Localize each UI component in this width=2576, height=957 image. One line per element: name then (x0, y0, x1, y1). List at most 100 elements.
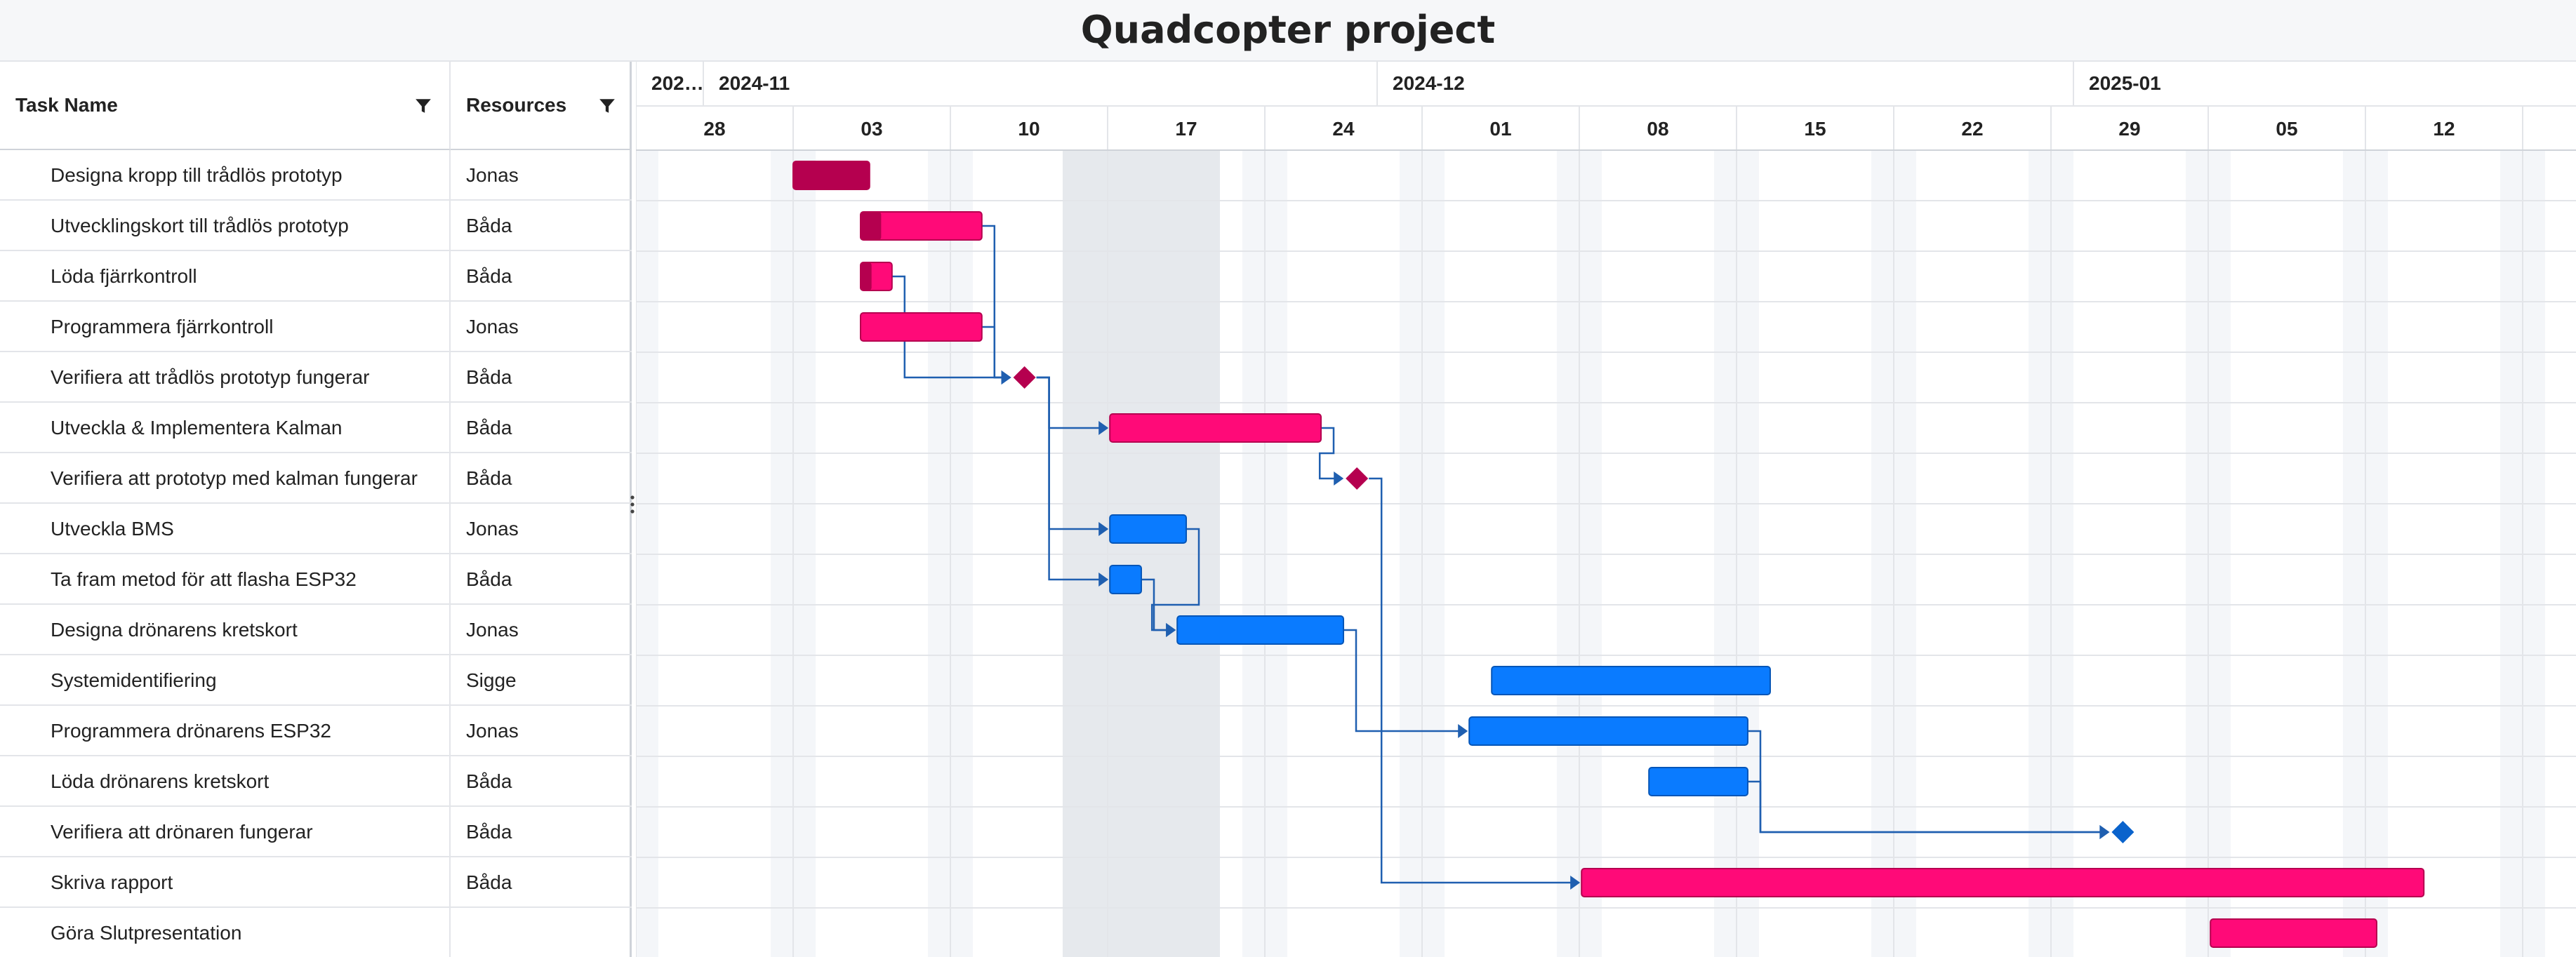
filter-icon[interactable] (414, 97, 432, 115)
table-row[interactable]: Verifiera att drönaren fungerar Båda (0, 807, 632, 857)
resource-cell: Båda (466, 770, 512, 792)
dependency-arrow-icon (2099, 825, 2110, 839)
resource-cell: Båda (466, 215, 512, 236)
task-bar[interactable] (860, 312, 983, 342)
dependency-link (981, 326, 1004, 379)
week-label: 01 (1489, 118, 1511, 140)
resource-cell: Jonas (466, 619, 519, 641)
dependency-arrow-icon (1098, 573, 1109, 587)
resource-cell: Båda (466, 265, 512, 287)
week-label: 28 (703, 118, 725, 140)
task-bar[interactable] (1648, 767, 1748, 796)
task-progress (861, 212, 882, 240)
table-row[interactable]: Programmera drönarens ESP32 Jonas (0, 706, 632, 756)
month-label: 202… (651, 72, 704, 94)
resource-cell: Båda (466, 467, 512, 489)
milestone-diamond[interactable] (1346, 467, 1369, 490)
task-name-cell: Löda fjärrkontroll (0, 251, 451, 302)
task-bar[interactable] (1109, 413, 1322, 443)
task-bar[interactable] (1109, 565, 1143, 594)
task-bar[interactable] (1581, 868, 2425, 897)
gantt-chart: 28031017240108152229051219202…2024-11202… (636, 62, 2576, 957)
task-name-cell: Utveckla BMS (0, 504, 451, 554)
resource-cell: Jonas (466, 316, 519, 337)
chart-background (636, 62, 2576, 957)
resources-header-label: Resources (466, 94, 567, 116)
task-name-cell: Utveckla & Implementera Kalman (0, 403, 451, 453)
dependency-link (1748, 780, 2103, 834)
resource-cell: Båda (466, 821, 512, 843)
task-bar[interactable] (2210, 918, 2377, 948)
task-name-cell: Utvecklingskort till trådlös prototyp (0, 201, 451, 251)
task-name-cell: Systemidentifiering (0, 655, 451, 706)
dependency-link (1141, 578, 1169, 631)
resource-cell: Båda (466, 568, 512, 590)
table-row[interactable]: Utveckla & Implementera Kalman Båda (0, 403, 632, 453)
week-label: 10 (1018, 118, 1040, 140)
resource-cell: Båda (466, 871, 512, 893)
task-name-header-label: Task Name (15, 94, 118, 116)
dependency-link (1369, 477, 1574, 884)
dependency-arrow-icon (1458, 724, 1468, 738)
table-row[interactable]: Utveckla BMS Jonas (0, 504, 632, 554)
page-title: Quadcopter project (1080, 8, 1496, 52)
week-label: 03 (861, 118, 882, 140)
task-name-cell: Göra Slutpresentation (0, 908, 451, 957)
resource-cell: Jonas (466, 164, 519, 186)
week-label: 15 (1804, 118, 1826, 140)
table-row[interactable]: Löda fjärrkontroll Båda (0, 251, 632, 302)
task-name-cell: Löda drönarens kretskort (0, 756, 451, 807)
task-bar[interactable] (792, 161, 870, 190)
task-name-cell: Skriva rapport (0, 857, 451, 908)
task-name-header[interactable]: Task Name (0, 62, 451, 150)
splitter-handle-icon[interactable] (629, 494, 636, 515)
week-label: 29 (2118, 118, 2140, 140)
table-row[interactable]: Utvecklingskort till trådlös prototyp Båd… (0, 201, 632, 251)
table-row[interactable]: Designa drönarens kretskort Jonas (0, 605, 632, 655)
table-row[interactable]: Programmera fjärrkontroll Jonas (0, 302, 632, 352)
task-bar[interactable] (1109, 514, 1188, 544)
month-label: 2024-12 (1393, 72, 1465, 94)
week-label: 05 (2276, 118, 2297, 140)
gantt-container: Task Name Resources Designa kropp till t… (0, 60, 2576, 957)
task-bar[interactable] (1468, 716, 1748, 746)
task-bar[interactable] (1176, 615, 1345, 645)
dependency-link (1318, 427, 1337, 480)
resource-cell: Jonas (466, 720, 519, 742)
table-row[interactable]: Löda drönarens kretskort Båda (0, 756, 632, 807)
task-name-cell: Designa kropp till trådlös prototyp (0, 150, 451, 201)
week-label: 08 (1647, 118, 1668, 140)
dependency-arrow-icon (1166, 623, 1176, 637)
task-name-cell: Verifiera att drönaren fungerar (0, 807, 451, 857)
month-label: 2025-01 (2089, 72, 2161, 94)
milestone-diamond[interactable] (2111, 821, 2135, 843)
resource-cell (451, 908, 632, 957)
dependency-arrow-icon (1001, 370, 1011, 384)
resource-cell: Jonas (466, 518, 519, 540)
table-row[interactable]: Verifiera att trådlös prototyp fungerar B… (0, 352, 632, 403)
week-label: 12 (2433, 118, 2455, 140)
dependency-link (1036, 376, 1102, 581)
task-name-cell: Programmera drönarens ESP32 (0, 706, 451, 756)
table-row[interactable]: Designa kropp till trådlös prototyp Jonas (0, 150, 632, 201)
filter-icon[interactable] (598, 97, 616, 115)
resource-cell: Båda (466, 417, 512, 439)
table-row[interactable]: Ta fram metod för att flasha ESP32 Båda (0, 554, 632, 605)
resources-header[interactable]: Resources (451, 62, 632, 150)
table-row[interactable]: Skriva rapport Båda (0, 857, 632, 908)
task-name-cell: Verifiera att trådlös prototyp fungerar (0, 352, 451, 403)
table-row[interactable]: Göra Slutpresentation (0, 908, 632, 957)
task-name-cell: Designa drönarens kretskort (0, 605, 451, 655)
dependency-arrow-icon (1098, 421, 1109, 435)
task-name-cell: Programmera fjärrkontroll (0, 302, 451, 352)
milestone-diamond[interactable] (1013, 366, 1036, 389)
table-row[interactable]: Verifiera att prototyp med kalman funger… (0, 453, 632, 504)
title-bar: Quadcopter project (0, 0, 2576, 60)
task-name-cell: Verifiera att prototyp med kalman funger… (0, 453, 451, 504)
task-bar[interactable] (1491, 666, 1771, 695)
resource-cell: Båda (466, 366, 512, 388)
dependency-arrow-icon (1570, 876, 1581, 890)
week-label: 24 (1332, 118, 1355, 140)
task-name-cell: Ta fram metod för att flasha ESP32 (0, 554, 451, 605)
